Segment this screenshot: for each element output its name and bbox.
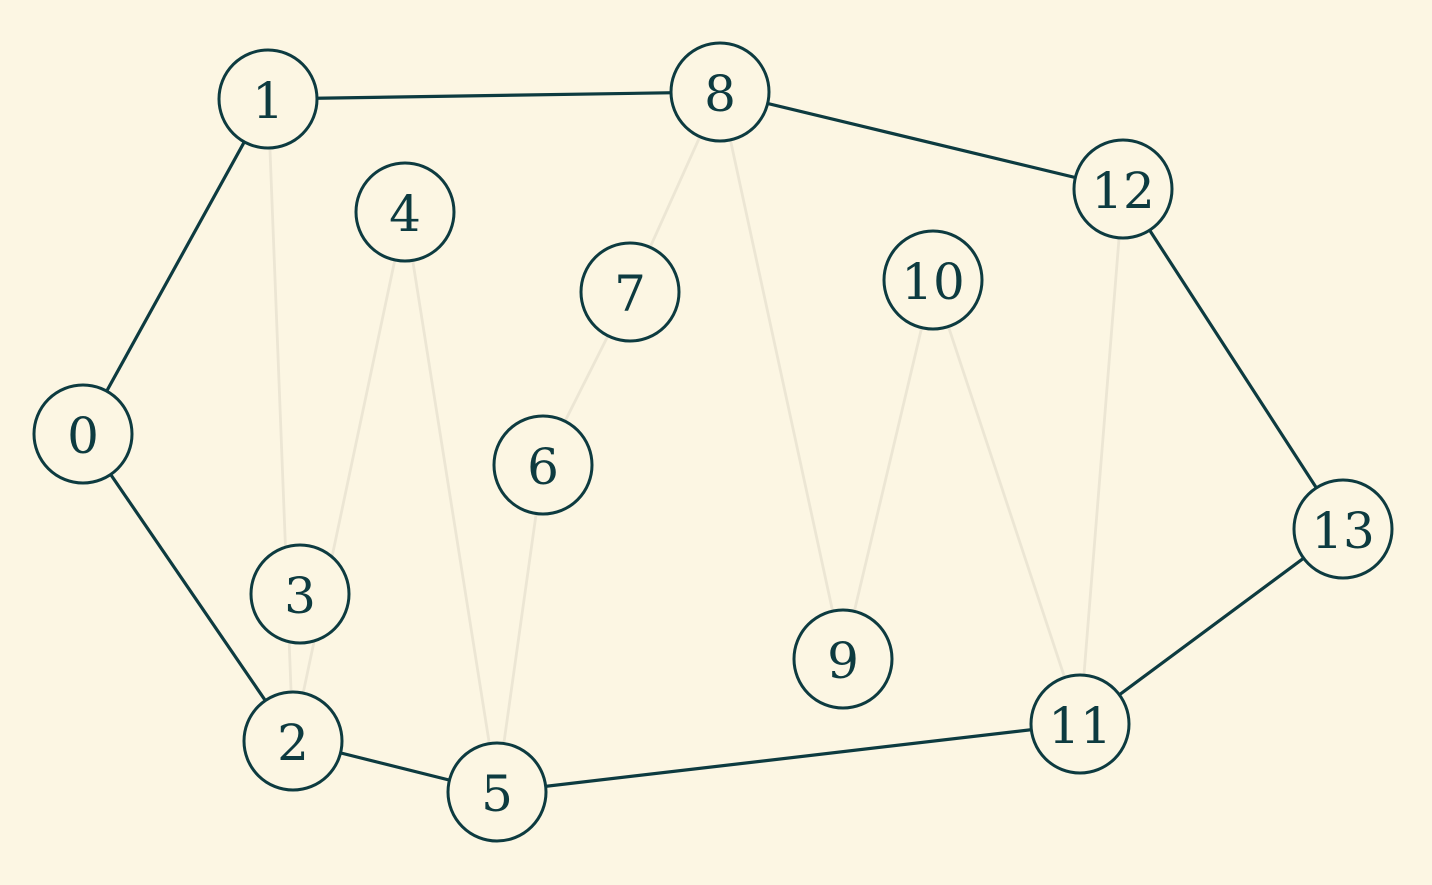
node-label: 5 xyxy=(481,765,513,823)
edge-10-11 xyxy=(931,279,1082,725)
edge-11-5 xyxy=(496,722,1081,794)
node-circle xyxy=(354,161,456,263)
node-circle xyxy=(492,414,594,516)
node-11: 11 xyxy=(1029,673,1131,775)
edge-8-9 xyxy=(718,91,845,660)
edge-0-1 xyxy=(81,98,270,435)
node-2: 2 xyxy=(242,690,344,792)
node-0: 0 xyxy=(32,383,134,485)
node-5: 5 xyxy=(446,741,548,843)
edge-6-5 xyxy=(495,464,545,793)
node-label: 11 xyxy=(1048,697,1112,755)
edge-4-2 xyxy=(291,211,407,742)
node-label: 2 xyxy=(277,714,309,772)
node-circle xyxy=(792,608,894,710)
node-label: 3 xyxy=(284,567,316,625)
edge-8-12 xyxy=(719,90,1124,191)
node-circle xyxy=(669,41,771,143)
node-circle xyxy=(217,48,319,150)
edge-13-11 xyxy=(1079,527,1344,726)
node-label: 7 xyxy=(614,265,646,323)
node-circle xyxy=(446,741,548,843)
node-circle xyxy=(1072,138,1174,240)
node-circle xyxy=(1292,478,1394,580)
node-12: 12 xyxy=(1072,138,1174,240)
edge-12-13 xyxy=(1121,188,1345,530)
node-13: 13 xyxy=(1292,478,1394,580)
node-label: 0 xyxy=(67,407,99,465)
node-circle xyxy=(1029,673,1131,775)
node-label: 8 xyxy=(704,65,736,123)
edge-12-11 xyxy=(1078,188,1125,725)
edge-0-2 xyxy=(81,433,295,742)
node-circle xyxy=(242,690,344,792)
node-label: 10 xyxy=(901,253,965,311)
edge-10-9 xyxy=(841,279,935,660)
node-label: 6 xyxy=(527,438,559,496)
node-3: 3 xyxy=(249,543,351,645)
node-circle xyxy=(882,229,984,331)
node-4: 4 xyxy=(354,161,456,263)
node-circle xyxy=(579,241,681,343)
node-label: 1 xyxy=(252,72,284,130)
node-10: 10 xyxy=(882,229,984,331)
node-circle xyxy=(32,383,134,485)
node-7: 7 xyxy=(579,241,681,343)
node-9: 9 xyxy=(792,608,894,710)
node-8: 8 xyxy=(669,41,771,143)
edge-1-2 xyxy=(266,98,295,742)
node-label: 9 xyxy=(827,632,859,690)
node-label: 4 xyxy=(389,185,421,243)
edge-4-5 xyxy=(403,211,499,793)
node-label: 12 xyxy=(1091,162,1155,220)
node-6: 6 xyxy=(492,414,594,516)
node-circle xyxy=(249,543,351,645)
node-1: 1 xyxy=(217,48,319,150)
edge-1-8 xyxy=(267,90,721,101)
node-label: 13 xyxy=(1311,502,1375,560)
